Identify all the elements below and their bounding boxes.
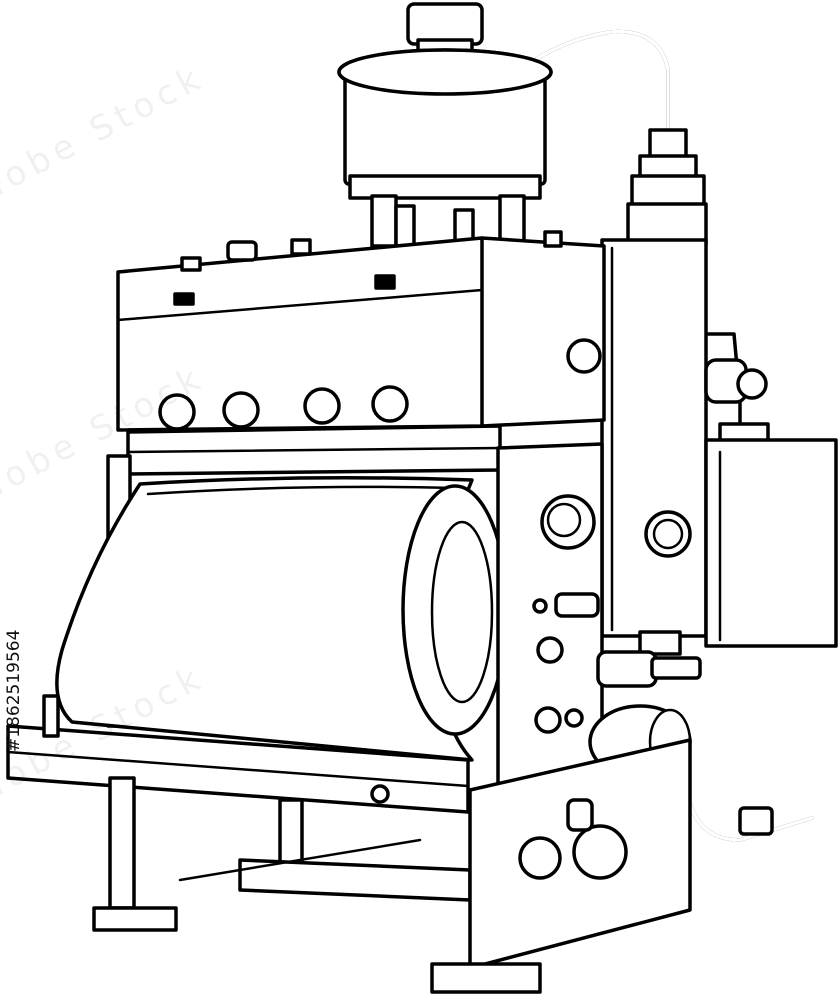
reservoir-tank	[337, 2, 553, 248]
upper-housing	[116, 230, 606, 432]
stock-id-label: #1862519564	[4, 629, 24, 752]
junction-box	[704, 332, 838, 648]
housing-knobs	[158, 385, 409, 431]
lower-pipe	[684, 768, 814, 842]
paper-roll	[55, 476, 509, 762]
base-stand	[6, 694, 692, 994]
hydraulic-pipe	[518, 29, 670, 142]
connector-column	[600, 128, 708, 656]
